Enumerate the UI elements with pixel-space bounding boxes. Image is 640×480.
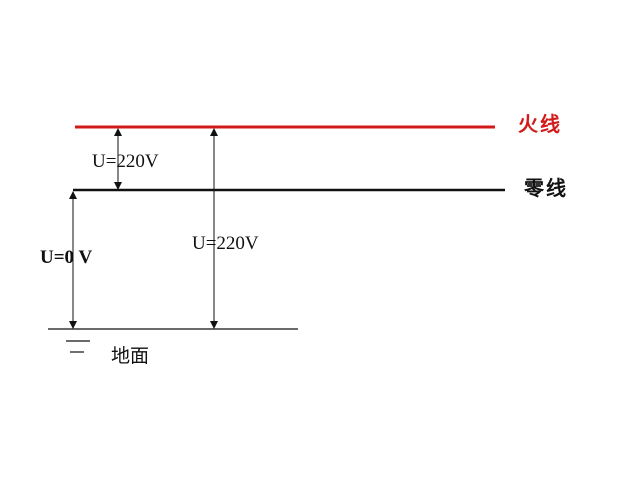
ground-label: 地面: [111, 345, 150, 367]
voltage-live-neutral-label: U=220V: [92, 151, 159, 172]
voltage-live-ground-label: U=220V: [192, 233, 259, 254]
ground-symbol-icon: [66, 340, 90, 353]
neutral-wire-label: 零线: [524, 176, 568, 200]
live-wire-label: 火线: [518, 112, 562, 136]
voltage-neutral-ground-label: U=0 V: [40, 247, 93, 268]
